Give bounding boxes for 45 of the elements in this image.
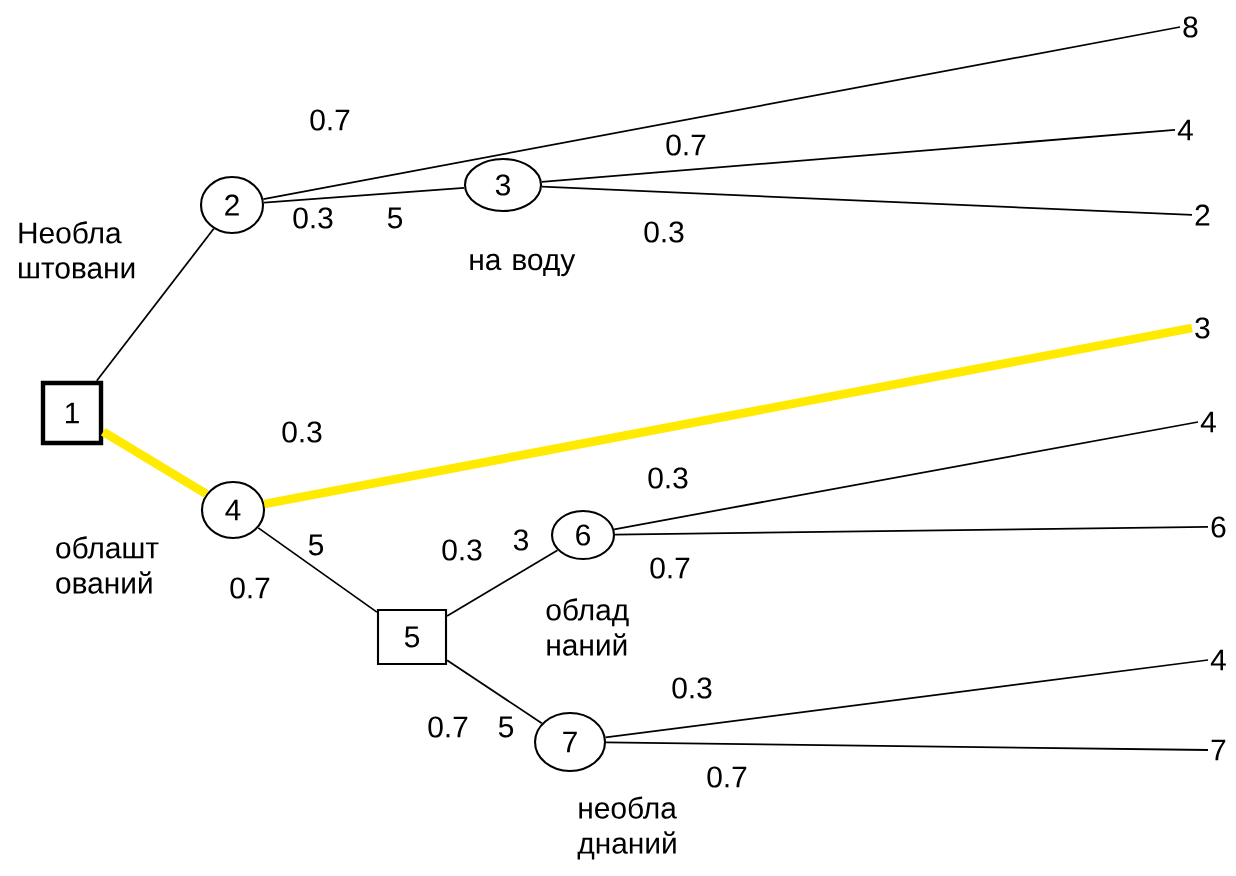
outcome-value: 6 bbox=[1211, 516, 1226, 538]
branch-line bbox=[262, 26, 1181, 200]
edge-label: 0.3 bbox=[644, 221, 684, 243]
cost-label: 5 bbox=[498, 716, 514, 738]
branch-line bbox=[540, 129, 1176, 183]
edge-label: 0.7 bbox=[230, 577, 270, 599]
cost-label: 5 bbox=[387, 207, 403, 229]
branch-line bbox=[605, 741, 1209, 751]
edge-label: 0.7 bbox=[650, 557, 690, 579]
edge-label: 0.7 bbox=[707, 766, 747, 788]
edge-label: 0.7 bbox=[666, 134, 706, 156]
edge-label: 0.3 bbox=[648, 467, 688, 489]
outcome-value: 2 bbox=[1195, 204, 1210, 226]
outcome-value: 4 bbox=[1177, 119, 1193, 141]
node-caption: необла днаний bbox=[577, 796, 677, 860]
edge-label: 0.3 bbox=[442, 539, 482, 561]
cost-label: 3 bbox=[513, 529, 528, 551]
outcome-value: 7 bbox=[1211, 739, 1226, 761]
edge-label: 0.3 bbox=[672, 677, 712, 699]
branch-line bbox=[613, 421, 1199, 531]
node-caption: облад наний bbox=[546, 598, 629, 656]
outcome-value: 3 bbox=[1195, 317, 1210, 339]
branch-line bbox=[604, 659, 1209, 739]
branch-line bbox=[263, 323, 1193, 509]
branch-line bbox=[541, 185, 1193, 216]
branch-line bbox=[95, 227, 215, 382]
outcome-value: 8 bbox=[1183, 16, 1198, 38]
branch-line bbox=[614, 526, 1209, 536]
outcome-value: 4 bbox=[1210, 649, 1226, 671]
decision-box: 5 bbox=[376, 608, 448, 666]
cost-label: 5 bbox=[308, 534, 324, 556]
branch-line bbox=[263, 186, 466, 204]
node-caption: на воду bbox=[470, 253, 576, 277]
edge-label: облашт ований bbox=[56, 536, 159, 594]
decision-box: 1 bbox=[40, 380, 104, 446]
edge-label: 0.7 bbox=[310, 109, 350, 131]
edge-label: 0.3 bbox=[282, 421, 322, 443]
edge-label: 0.7 bbox=[428, 716, 468, 738]
branch-line bbox=[100, 428, 209, 498]
outcome-value: 4 bbox=[1200, 411, 1216, 433]
branch-line bbox=[257, 527, 378, 613]
branch-line bbox=[446, 549, 559, 617]
edge-label: 0.3 bbox=[293, 207, 333, 229]
branch-line bbox=[446, 659, 543, 725]
edge-label: Необла штовани bbox=[19, 221, 135, 279]
